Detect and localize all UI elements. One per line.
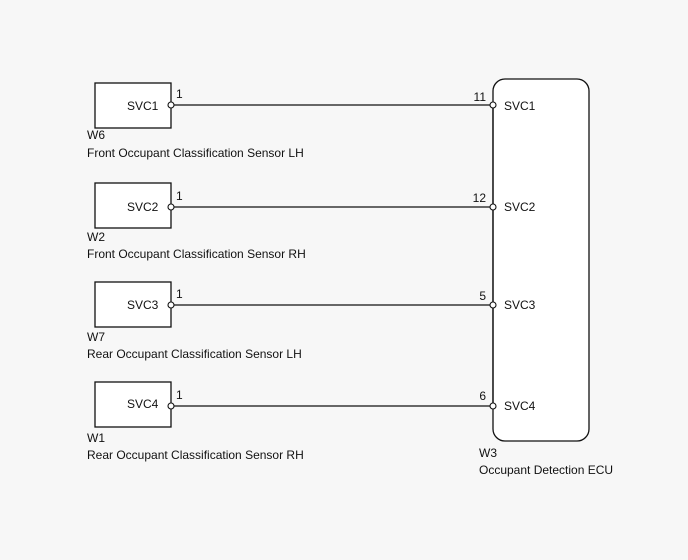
sensor-w7-box bbox=[94, 281, 172, 328]
sensor-w7-connector-label: W7 bbox=[87, 330, 105, 344]
sensor-w2-terminal bbox=[167, 203, 175, 211]
ecu-name-label: Occupant Detection ECU bbox=[479, 463, 613, 477]
ecu-signal-label-svc2: SVC2 bbox=[504, 200, 536, 214]
ecu-terminal-svc4 bbox=[489, 402, 497, 410]
sensor-w6-name-label: Front Occupant Classification Sensor LH bbox=[87, 146, 304, 160]
ecu-pin-label-svc4: 6 bbox=[479, 389, 486, 403]
ecu-terminal-svc2 bbox=[489, 203, 497, 211]
sensor-w1-terminal bbox=[167, 402, 175, 410]
sensor-w7-pin-label: 1 bbox=[176, 287, 183, 301]
sensor-w1-pin-label: 1 bbox=[176, 388, 183, 402]
ecu-terminal-svc3 bbox=[489, 301, 497, 309]
sensor-w2-name-label: Front Occupant Classification Sensor RH bbox=[87, 247, 306, 261]
sensor-w6: SVC1 1 W6 Front Occupant Classification … bbox=[87, 82, 497, 160]
ecu-connector-label: W3 bbox=[479, 446, 497, 460]
sensor-w6-terminal bbox=[167, 101, 175, 109]
sensor-w6-pin-label: 1 bbox=[176, 87, 183, 101]
sensor-w7-terminal bbox=[167, 301, 175, 309]
ecu-box bbox=[492, 78, 590, 442]
sensor-w2: SVC2 1 W2 Front Occupant Classification … bbox=[87, 182, 497, 261]
sensor-w1-connector-label: W1 bbox=[87, 431, 105, 445]
ecu-pin-label-svc1: 11 bbox=[474, 90, 487, 104]
sensor-w7: SVC3 1 W7 Rear Occupant Classification S… bbox=[87, 281, 497, 361]
sensor-w6-connector-label: W6 bbox=[87, 128, 105, 142]
sensor-w2-signal-label: SVC2 bbox=[127, 200, 159, 214]
sensor-w1-box bbox=[94, 381, 172, 428]
sensor-w1: SVC4 1 W1 Rear Occupant Classification S… bbox=[87, 381, 497, 462]
ecu-pin-label-svc3: 5 bbox=[479, 289, 486, 303]
ecu-signal-label-svc3: SVC3 bbox=[504, 298, 536, 312]
ecu-terminal-svc1 bbox=[489, 101, 497, 109]
ecu-signal-label-svc4: SVC4 bbox=[504, 399, 536, 413]
sensor-w1-name-label: Rear Occupant Classification Sensor RH bbox=[87, 448, 304, 462]
sensor-w7-name-label: Rear Occupant Classification Sensor LH bbox=[87, 347, 302, 361]
sensor-w2-connector-label: W2 bbox=[87, 230, 105, 244]
sensor-w2-box bbox=[94, 182, 172, 229]
sensor-w7-signal-label: SVC3 bbox=[127, 298, 159, 312]
sensor-w6-signal-label: SVC1 bbox=[127, 99, 159, 113]
ecu-signal-label-svc1: SVC1 bbox=[504, 99, 536, 113]
sensor-w2-pin-label: 1 bbox=[176, 189, 183, 203]
ecu-pin-label-svc2: 12 bbox=[473, 191, 487, 205]
sensor-w1-signal-label: SVC4 bbox=[127, 397, 159, 411]
